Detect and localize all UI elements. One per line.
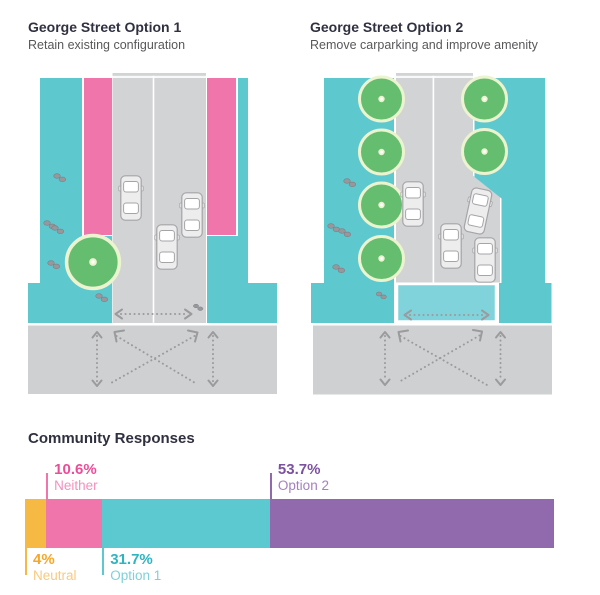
parking-lane-left (84, 78, 112, 235)
bar-segment-option2 (269, 499, 554, 548)
footpath-right (474, 78, 545, 283)
callout-tick (25, 548, 27, 575)
car-icon (118, 175, 144, 221)
intersection-arrows (91, 329, 219, 387)
car-icon (154, 224, 180, 270)
crossing-arrow (403, 309, 490, 321)
tree-icon (358, 181, 405, 229)
footpath-right-buildout (499, 283, 552, 323)
lane-divider (432, 75, 435, 283)
tree-icon (461, 75, 508, 123)
car-icon (400, 181, 426, 227)
tree-icon (461, 128, 508, 175)
tree-icon (358, 75, 405, 123)
callout-label: Option 1 (110, 568, 162, 583)
lane-divider (152, 75, 155, 323)
callout-neutral: 4% Neutral (25, 548, 145, 583)
intersection-arrows (379, 329, 506, 386)
car-icon (179, 192, 205, 238)
tree-icon (64, 233, 122, 291)
callout-percent: 10.6% (54, 461, 97, 478)
footpath-right (207, 78, 277, 323)
callout-percent: 53.7% (277, 461, 321, 478)
callout-tick (269, 473, 272, 499)
bar-segment-neither (46, 499, 103, 548)
tree-icon (358, 235, 405, 282)
parking-lane-right (207, 78, 236, 235)
callout-label: Neutral (33, 568, 77, 583)
car-icon (438, 223, 464, 269)
chart-title: Community Responses (28, 430, 195, 447)
option2-subtitle: Remove carparking and improve amenity (310, 38, 538, 52)
intersection-area (313, 325, 552, 395)
bar-segment-option1 (102, 499, 270, 548)
callout-label: Neither (54, 478, 98, 493)
option1-title: George Street Option 1 (28, 19, 182, 35)
option1-subtitle: Retain existing configuration (28, 38, 186, 52)
callout-option2: 53.7% Option 2 (269, 461, 390, 499)
crossing-arrow (114, 308, 193, 320)
option2-title: George Street Option 2 (310, 19, 464, 35)
street-diagram-option-2 (311, 73, 552, 395)
car-icon (472, 237, 498, 283)
callout-neither: 10.6% Neither (46, 461, 166, 499)
stop-line (396, 75, 473, 78)
street-diagram-option-1 (28, 73, 277, 394)
callout-percent: 31.7% (110, 551, 153, 568)
tree-icon (358, 128, 405, 176)
callout-tick (46, 473, 49, 499)
callout-label: Option 2 (277, 478, 329, 493)
stacked-bar (25, 499, 554, 548)
intersection-area (28, 325, 277, 394)
stop-line (112, 75, 206, 78)
bar-segment-neutral (25, 499, 47, 548)
callout-option1: 31.7% Option 1 (102, 548, 222, 583)
callout-tick (102, 548, 105, 575)
callout-percent: 4% (33, 551, 55, 568)
